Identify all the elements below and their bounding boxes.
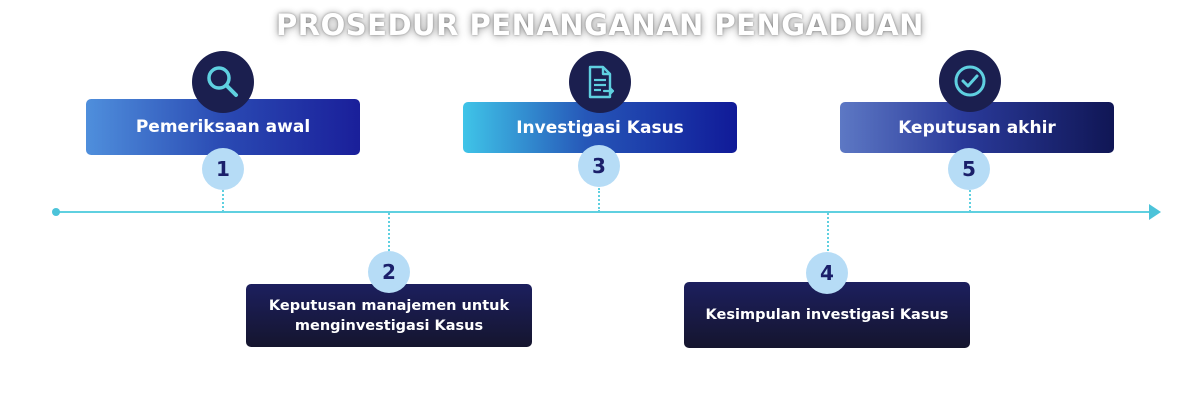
step-4-badge: 4 <box>806 252 848 294</box>
step-2-badge: 2 <box>368 251 410 293</box>
connector-step-1 <box>222 190 224 212</box>
step-5-badge: 5 <box>948 148 990 190</box>
step-1-label: Pemeriksaan awal <box>135 117 311 137</box>
step-5-icon-circle <box>939 50 1001 112</box>
document-icon <box>588 65 615 99</box>
step-3-badge: 3 <box>578 145 620 187</box>
step-1-icon-circle <box>192 51 254 113</box>
step-3-box: Investigasi Kasus <box>463 102 737 153</box>
step-3-label: Investigasi Kasus <box>516 117 684 138</box>
step-1-badge: 1 <box>202 148 244 190</box>
connector-step-2 <box>388 213 390 251</box>
step-4-label: Kesimpulan investigasi Kasus <box>705 307 949 323</box>
step-3-icon-circle <box>569 51 631 113</box>
search-icon <box>207 66 238 97</box>
connector-step-5 <box>969 190 971 212</box>
timeline-line <box>56 211 1150 213</box>
check-circle-icon <box>954 65 986 97</box>
timeline-start-dot <box>52 208 60 216</box>
step-2-label-line-1: Keputusan manajemen untuk <box>268 297 510 314</box>
step-2-box: Keputusan manajemen untuk menginvestigas… <box>246 284 532 347</box>
step-2-label-line-2: menginvestigasi Kasus <box>294 317 484 334</box>
connector-step-3 <box>598 188 600 212</box>
timeline-arrow-icon <box>1149 204 1161 220</box>
connector-step-4 <box>827 213 829 251</box>
step-5-label: Keputusan akhir <box>898 117 1056 138</box>
page-title: PROSEDUR PENANGANAN PENGADUAN <box>276 8 924 42</box>
